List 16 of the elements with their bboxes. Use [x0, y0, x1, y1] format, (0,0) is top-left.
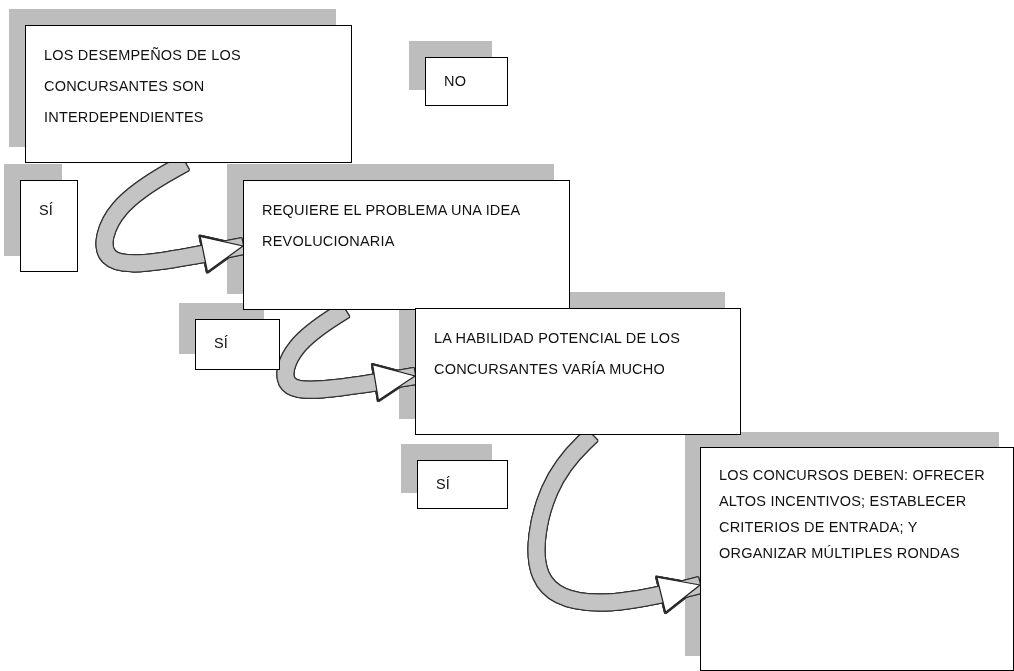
box-text: SÍ: [39, 201, 55, 220]
box-text: REQUIERE EL PROBLEMA UNA IDEA REVOLUCIONARIA: [262, 201, 521, 251]
box-text: SÍ: [214, 334, 230, 353]
box-text: SÍ: [436, 475, 452, 494]
text-box: [700, 447, 1014, 671]
text-box: [425, 57, 508, 106]
box-text: LA HABILIDAD POTENCIAL DE LOS CONCURSANTES VARÍA MUCHO: [434, 329, 682, 379]
text-box: [243, 180, 570, 310]
box-text: LOS DESEMPEÑOS DE LOS CONCURSANTES SON INTERDEPENDIENTES: [44, 46, 242, 127]
box-text: NO: [444, 72, 468, 91]
box-text: LOS CONCURSOS DEBEN: OFRECER ALTOS INCENTIVOS; ESTABLECER CRITERIOS DE ENTRADA; Y ORGANIZAR MÚLTIPLES RONDAS: [719, 466, 986, 563]
text-box: [25, 25, 352, 163]
text-box: [20, 180, 78, 272]
text-box: [417, 460, 508, 509]
text-box: [195, 319, 280, 370]
text-box: [415, 308, 741, 435]
